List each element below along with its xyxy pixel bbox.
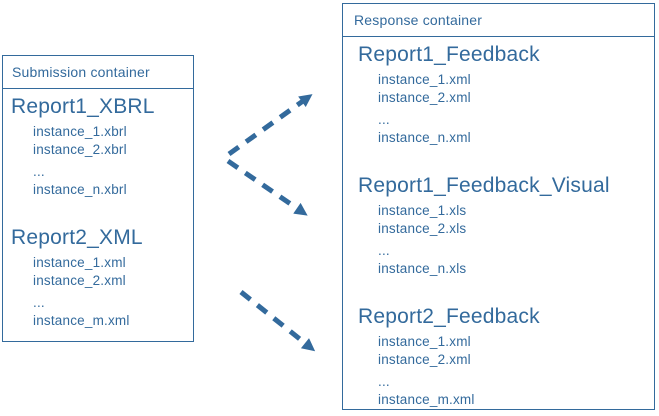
group-title: Report2_XML — [11, 226, 143, 249]
group-items: instance_1.xml instance_2.xml ... instan… — [358, 71, 654, 147]
instance-file: instance_n.xls — [378, 261, 467, 276]
instance-file: instance_2.xls — [378, 221, 467, 236]
instance-file: instance_n.xml — [378, 130, 471, 145]
submission-container: Submission container Report1_XBRL instan… — [2, 55, 194, 342]
arrow-submission-to-report2-feedback — [239, 290, 316, 352]
arrow-submission-to-report1-feedback-visual — [226, 158, 308, 216]
group-report2-xml: Report2_XML instance_1.xml instance_2.xm… — [11, 225, 193, 330]
group-items: instance_1.xml instance_2.xml ... instan… — [11, 254, 193, 330]
instance-file: instance_n.xbrl — [33, 182, 127, 197]
ellipsis-item: ... — [378, 112, 390, 127]
instance-file: instance_2.xbrl — [33, 142, 127, 157]
arrow-submission-to-report1-feedback — [227, 94, 313, 157]
ellipsis-item: ... — [33, 164, 45, 179]
group-report1-feedback-visual: Report1_Feedback_Visual instance_1.xls i… — [358, 173, 654, 278]
ellipsis-item: ... — [33, 295, 45, 310]
group-title: Report1_Feedback — [358, 43, 540, 66]
ellipsis-item: ... — [378, 374, 390, 389]
submission-container-header: Submission container — [3, 56, 193, 89]
group-title: Report2_Feedback — [358, 305, 540, 328]
group-report1-xbrl: Report1_XBRL instance_1.xbrl instance_2.… — [11, 94, 193, 199]
group-items: instance_1.xbrl instance_2.xbrl ... inst… — [11, 123, 193, 199]
instance-file: instance_1.xml — [378, 72, 471, 87]
instance-file: instance_1.xbrl — [33, 124, 127, 139]
instance-file: instance_m.xml — [33, 313, 130, 328]
response-container: Response container Report1_Feedback inst… — [342, 3, 655, 410]
instance-file: instance_1.xml — [33, 255, 126, 270]
instance-file: instance_2.xml — [378, 90, 471, 105]
instance-file: instance_m.xml — [378, 392, 475, 407]
instance-file: instance_1.xls — [378, 203, 467, 218]
group-title: Report1_XBRL — [11, 95, 155, 118]
group-items: instance_1.xml instance_2.xml ... instan… — [358, 333, 654, 409]
group-items: instance_1.xls instance_2.xls ... instan… — [358, 202, 654, 278]
submission-container-body: Report1_XBRL instance_1.xbrl instance_2.… — [3, 89, 193, 330]
submission-container-title: Submission container — [12, 64, 150, 80]
group-report1-feedback: Report1_Feedback instance_1.xml instance… — [358, 42, 654, 147]
instance-file: instance_2.xml — [378, 352, 471, 367]
group-report2-feedback: Report2_Feedback instance_1.xml instance… — [358, 304, 654, 409]
ellipsis-item: ... — [378, 243, 390, 258]
response-container-header: Response container — [343, 4, 654, 37]
response-container-title: Response container — [354, 12, 483, 28]
response-container-body: Report1_Feedback instance_1.xml instance… — [343, 37, 654, 409]
group-title: Report1_Feedback_Visual — [358, 174, 610, 197]
instance-file: instance_2.xml — [33, 273, 126, 288]
instance-file: instance_1.xml — [378, 334, 471, 349]
